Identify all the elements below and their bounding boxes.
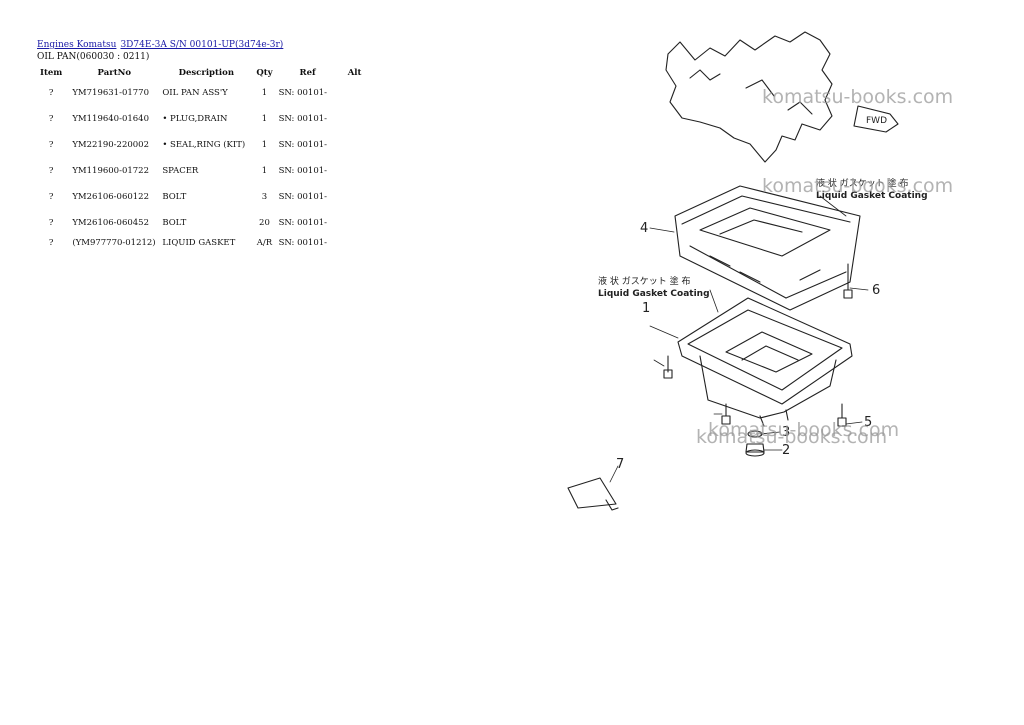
cell-alt bbox=[339, 132, 371, 158]
fwd-label: FWD bbox=[866, 116, 887, 126]
cell-partno: YM26106-060452 bbox=[72, 218, 149, 228]
cell-item: ? bbox=[48, 166, 54, 176]
bolt-6-lower bbox=[663, 355, 673, 379]
leader-lines bbox=[609, 195, 869, 483]
bolt-6-upper bbox=[843, 263, 853, 299]
page-title: OIL PAN(060030 : 0211) bbox=[37, 52, 150, 62]
cell-qty: 3 bbox=[261, 192, 268, 202]
watermark-text: komatsu-books.com bbox=[762, 86, 953, 108]
callout-2: 2 bbox=[782, 443, 790, 458]
cell-description: OIL PAN ASS'Y bbox=[162, 88, 228, 98]
callout-5: 5 bbox=[864, 415, 872, 430]
cell-alt bbox=[339, 236, 371, 250]
fwd-arrow-icon: FWD bbox=[853, 105, 899, 133]
cell-qty: 1 bbox=[261, 166, 268, 176]
cell-partno: (YM977770-01212) bbox=[72, 238, 156, 248]
cell-item: ? bbox=[48, 238, 54, 248]
watermark-text: komatsu-books.com bbox=[696, 426, 887, 448]
cell-description: BOLT bbox=[162, 218, 187, 228]
cell-item: ? bbox=[48, 192, 54, 202]
cell-description: LIQUID GASKET bbox=[162, 238, 236, 248]
bolt-5-left bbox=[721, 403, 731, 425]
part-1-oil-pan bbox=[677, 297, 853, 427]
table-row: ? YM719631-01770 OIL PAN ASS'Y 1 SN: 001… bbox=[36, 80, 371, 106]
cell-description: • SEAL,RING (KIT) bbox=[162, 140, 246, 150]
watermark-text: komatsu-books.com bbox=[762, 175, 953, 197]
parts-table: Item PartNo Description Qty Ref Alt ? YM… bbox=[36, 66, 371, 250]
cell-description: SPACER bbox=[162, 166, 199, 176]
cell-qty: 1 bbox=[261, 140, 268, 150]
cell-alt bbox=[339, 106, 371, 132]
callout-1: 1 bbox=[642, 301, 650, 316]
cell-ref: SN: 00101- bbox=[278, 192, 328, 202]
cell-description: • PLUG,DRAIN bbox=[162, 114, 228, 124]
cell-item: ? bbox=[48, 218, 54, 228]
liquid-gasket-tube-7 bbox=[567, 477, 619, 511]
cell-ref: SN: 00101- bbox=[278, 238, 328, 248]
watermark-text: komatsu-books.com bbox=[708, 419, 899, 441]
cell-item: ? bbox=[48, 114, 54, 124]
cell-ref: SN: 00101- bbox=[278, 166, 328, 176]
cell-alt bbox=[339, 158, 371, 184]
header-description: Description bbox=[178, 68, 235, 78]
cell-qty: A/R bbox=[256, 238, 273, 248]
cell-alt bbox=[339, 184, 371, 210]
table-row: ? YM119640-01640 • PLUG,DRAIN 1 SN: 0010… bbox=[36, 106, 371, 132]
cell-ref: SN: 00101- bbox=[278, 114, 328, 124]
callout-4: 4 bbox=[640, 221, 648, 236]
header-item: Item bbox=[40, 68, 63, 78]
cell-description: BOLT bbox=[162, 192, 187, 202]
cell-qty: 1 bbox=[261, 114, 268, 124]
table-row: ? (YM977770-01212) LIQUID GASKET A/R SN:… bbox=[36, 236, 371, 250]
cell-partno: YM119600-01722 bbox=[72, 166, 149, 176]
cell-partno: YM22190-220002 bbox=[72, 140, 149, 150]
header-alt: Alt bbox=[347, 68, 362, 78]
cell-partno: YM119640-01640 bbox=[72, 114, 149, 124]
cell-item: ? bbox=[48, 88, 54, 98]
header-qty: Qty bbox=[256, 68, 273, 78]
cell-alt bbox=[339, 80, 371, 106]
engine-block-outline bbox=[665, 31, 833, 163]
callout-6: 6 bbox=[872, 283, 880, 298]
cell-qty: 1 bbox=[261, 88, 268, 98]
header-ref: Ref bbox=[299, 68, 316, 78]
part-4-upper-pan bbox=[674, 185, 861, 311]
callout-3: 3 bbox=[782, 425, 790, 440]
cell-alt bbox=[339, 210, 371, 236]
cell-item: ? bbox=[48, 140, 54, 150]
cell-partno: YM719631-01770 bbox=[72, 88, 149, 98]
parts-diagram: FWD bbox=[550, 20, 1010, 565]
cell-partno: YM26106-060122 bbox=[72, 192, 149, 202]
breadcrumb-link-engines[interactable]: Engines Komatsu bbox=[37, 40, 117, 50]
table-header-row: Item PartNo Description Qty Ref Alt bbox=[36, 66, 371, 80]
jp-label-upper: 液 状 ガスケット 塗 布 bbox=[816, 177, 908, 189]
coating-label-upper: Liquid Gasket Coating bbox=[816, 191, 928, 201]
table-row: ? YM26106-060452 BOLT 20 SN: 00101- bbox=[36, 210, 371, 236]
table-row: ? YM22190-220002 • SEAL,RING (KIT) 1 SN:… bbox=[36, 132, 371, 158]
coating-label-lower: Liquid Gasket Coating bbox=[598, 289, 710, 299]
breadcrumb-link-model[interactable]: 3D74E-3A S/N 00101-UP(3d74e-3r) bbox=[120, 40, 284, 50]
table-row: ? YM119600-01722 SPACER 1 SN: 00101- bbox=[36, 158, 371, 184]
header-partno: PartNo bbox=[97, 68, 132, 78]
bolt-5-right bbox=[837, 403, 847, 427]
cell-ref: SN: 00101- bbox=[278, 140, 328, 150]
callout-7: 7 bbox=[616, 457, 624, 472]
table-row: ? YM26106-060122 BOLT 3 SN: 00101- bbox=[36, 184, 371, 210]
cell-ref: SN: 00101- bbox=[278, 218, 328, 228]
jp-label-lower: 液 状 ガスケット 塗 布 bbox=[598, 275, 690, 287]
drain-plug-2 bbox=[745, 443, 765, 457]
cell-qty: 20 bbox=[259, 218, 270, 228]
cell-ref: SN: 00101- bbox=[278, 88, 328, 98]
